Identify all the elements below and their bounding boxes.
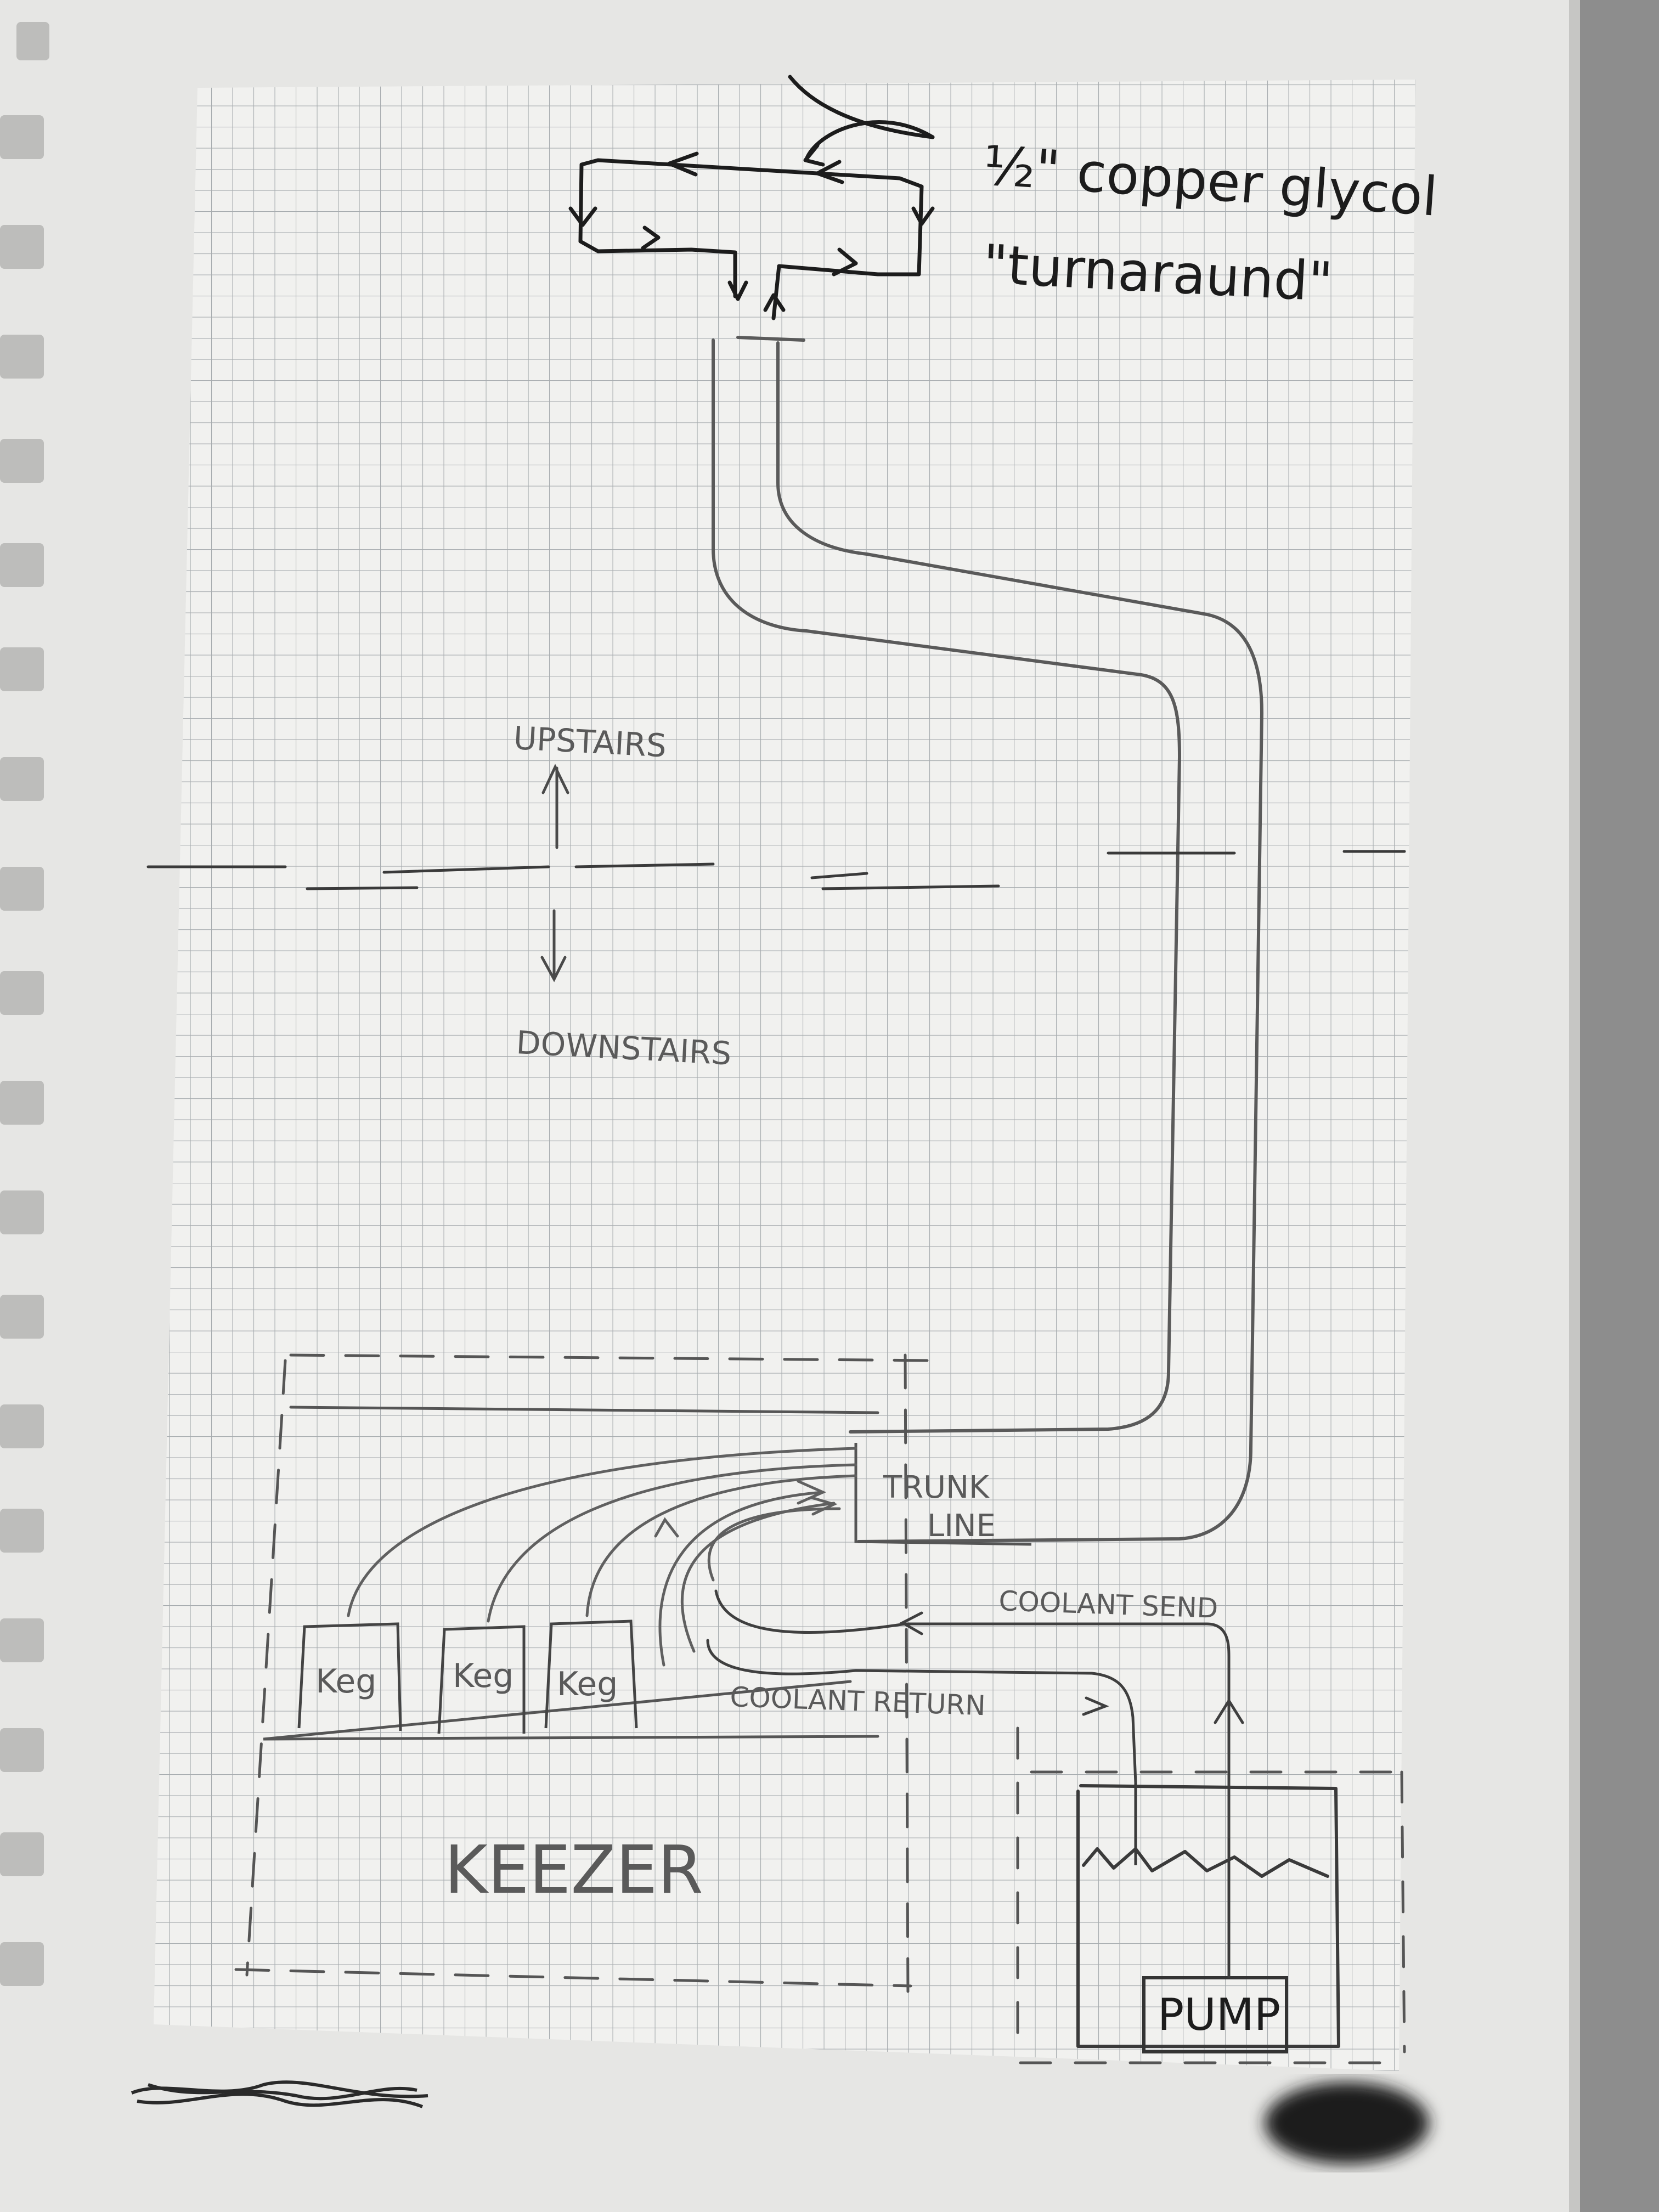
keg-2-label: Keg bbox=[453, 1657, 514, 1695]
trunk-line-label-1: TRUNK bbox=[883, 1470, 990, 1505]
pump-send-pipe bbox=[1134, 1783, 1231, 1978]
pump-label: PUMP bbox=[1158, 1989, 1280, 2040]
keg-1: Keg bbox=[297, 1622, 402, 1731]
keg-3-label: Keg bbox=[557, 1665, 618, 1703]
keg-2: Keg bbox=[437, 1625, 526, 1734]
upstairs-label: UPSTAIRS bbox=[512, 719, 667, 765]
trunk-riser-pipe bbox=[712, 336, 1263, 1543]
binding-holes bbox=[0, 22, 49, 1986]
keezer-lid bbox=[263, 1406, 879, 1741]
paper-edge bbox=[1569, 0, 1580, 2212]
keezer-outline bbox=[234, 1353, 934, 1999]
keezer-label: KEEZER bbox=[444, 1832, 703, 1909]
coolant-lines bbox=[706, 1589, 1244, 1977]
pump-box: PUMP bbox=[1142, 1976, 1288, 2053]
upstairs-arrow bbox=[541, 764, 569, 849]
keg-1-label: Keg bbox=[315, 1662, 376, 1701]
coolant-send-label: COOLANT SEND bbox=[998, 1585, 1219, 1624]
reservoir-tank bbox=[1076, 1784, 1340, 2048]
trunk-line-label-2: LINE bbox=[927, 1508, 996, 1544]
floor-line bbox=[146, 850, 1406, 890]
graph-grid bbox=[154, 80, 1415, 2071]
turnaround-loop bbox=[568, 75, 935, 320]
reservoir-outline bbox=[1016, 1726, 1406, 2064]
keg-lines bbox=[347, 1447, 857, 1667]
pencil-smudge bbox=[1265, 2082, 1429, 2164]
scribbled-out-text bbox=[131, 2080, 428, 2108]
downstairs-arrow bbox=[540, 909, 567, 983]
keg-3: Keg bbox=[544, 1620, 638, 1729]
